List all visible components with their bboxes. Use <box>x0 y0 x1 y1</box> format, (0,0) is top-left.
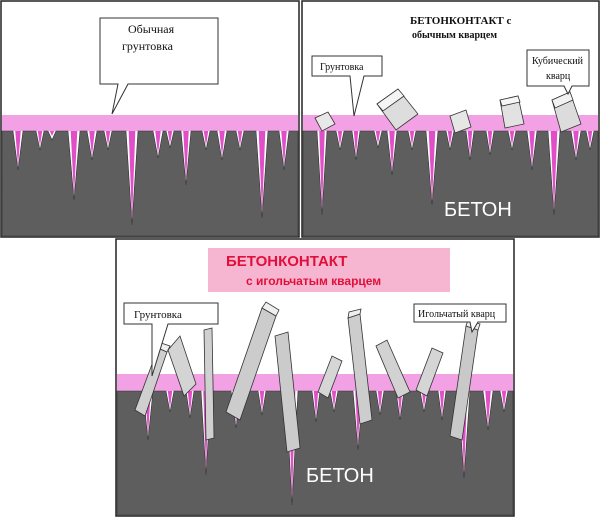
primer-spike <box>259 391 265 411</box>
panel-cubic-quartz: БЕТОНКОНТАКТ с обычным кварцем Грунтовка… <box>301 0 600 238</box>
primer-spike <box>155 131 161 154</box>
quartz-label-2: кварц <box>546 71 571 82</box>
cube-crystal <box>499 95 525 129</box>
concrete-surface <box>116 390 514 516</box>
primer-callout <box>99 17 219 115</box>
primer-spike <box>375 131 381 144</box>
primer-callout <box>311 55 383 117</box>
primer-spike <box>319 131 325 211</box>
primer-spike <box>587 131 593 146</box>
panel-3-title-1: БЕТОНКОНТАКТ <box>226 253 347 270</box>
primer-spike <box>428 131 436 201</box>
primer-spike <box>353 131 359 156</box>
quartz-label: Игольчатый кварц <box>418 309 496 320</box>
primer-label: Грунтовка <box>134 309 182 321</box>
primer-spike <box>529 131 535 166</box>
callout-line-1: Обычная <box>128 22 175 36</box>
cube-crystal <box>314 111 336 132</box>
primer-spike <box>89 131 95 156</box>
primer-spike <box>70 131 78 196</box>
panel-needle-quartz: БЕТОНКОНТАКТ с игольчатым кварцем Грунто… <box>115 238 515 517</box>
quartz-label-1: Кубический <box>532 56 584 67</box>
primer-spike <box>501 391 507 408</box>
primer-spike <box>167 391 173 408</box>
concrete-surface <box>1 130 299 237</box>
primer-layer <box>303 115 598 131</box>
panel-ordinary-primer: Обычная грунтовка <box>0 0 300 238</box>
primer-spike <box>49 131 55 136</box>
primer-spike <box>573 131 579 156</box>
primer-layer <box>2 115 298 131</box>
panel-3-title-2: с игольчатым кварцем <box>246 274 381 288</box>
primer-spike <box>167 131 173 144</box>
primer-spike <box>281 131 287 166</box>
panel-2-title-2: обычным кварцем <box>412 30 497 41</box>
needle-crystal <box>347 308 373 425</box>
primer-spike <box>203 131 209 146</box>
concrete-label: БЕТОН <box>444 199 512 221</box>
primer-spike <box>37 131 43 146</box>
panel-2-title-1: БЕТОНКОНТАКТ с <box>410 15 512 27</box>
primer-spike <box>183 131 189 181</box>
primer-layer <box>117 374 513 391</box>
primer-spike <box>439 391 445 416</box>
needle-crystal <box>203 327 215 441</box>
primer-spike <box>237 131 243 146</box>
needle-crystal <box>134 342 171 417</box>
needle-crystal <box>274 331 301 453</box>
primer-spike <box>15 131 21 166</box>
primer-callout <box>123 302 219 377</box>
primer-spike <box>331 391 337 408</box>
primer-spike <box>377 391 383 411</box>
quartz-callout <box>413 303 507 334</box>
primer-spike <box>105 131 111 146</box>
primer-spike <box>313 391 319 418</box>
primer-spike <box>467 131 473 156</box>
cubic-quartz-crystals <box>314 88 582 134</box>
primer-spike <box>509 131 515 146</box>
cube-crystal <box>376 88 419 131</box>
cube-crystal <box>551 91 582 133</box>
primer-spike <box>128 131 136 221</box>
needle-crystal <box>317 355 343 399</box>
needle-crystal <box>415 347 444 397</box>
primer-spike <box>337 131 343 146</box>
primer-spike <box>485 391 491 426</box>
primer-spike <box>389 131 395 171</box>
primer-spike <box>447 131 453 146</box>
primer-spike <box>550 131 558 211</box>
callout-line-2: грунтовка <box>122 39 174 53</box>
needle-crystal <box>225 301 280 421</box>
primer-spike <box>187 391 193 414</box>
quartz-callout <box>526 49 590 96</box>
primer-spike <box>487 131 493 151</box>
primer-label: Грунтовка <box>320 62 364 73</box>
needle-crystal <box>375 339 411 399</box>
primer-spike <box>219 131 225 156</box>
concrete-label: БЕТОН <box>306 465 374 487</box>
needle-crystal <box>167 335 197 397</box>
panel-3-title-box <box>208 248 450 292</box>
primer-spike <box>409 131 415 146</box>
primer-spike <box>258 131 266 214</box>
cube-crystal <box>449 109 472 134</box>
